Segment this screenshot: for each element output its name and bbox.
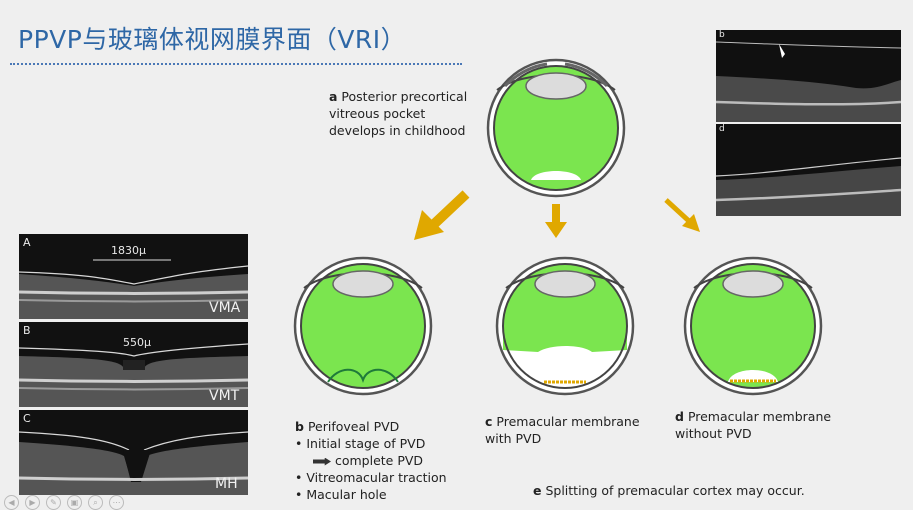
oct-panel-b: B 550μ VMT <box>19 322 248 407</box>
eye-diagram-c <box>495 256 635 396</box>
oct-panel-right-top: b <box>716 30 901 122</box>
copy-icon[interactable]: ▣ <box>67 495 82 510</box>
caption-line: Premacular membrane <box>687 409 832 424</box>
caption-line: with PVD <box>485 431 542 446</box>
pen-icon[interactable]: ✎ <box>46 495 61 510</box>
caption-c: c Premacular membrane with PVD <box>485 413 640 447</box>
panel-letter: b <box>719 30 725 40</box>
arrow-to-d <box>664 198 700 232</box>
arrow-right-icon <box>313 457 331 466</box>
eye-diagram-d <box>683 256 823 396</box>
prev-icon[interactable]: ◀ <box>4 495 19 510</box>
eye-diagram-a <box>486 58 626 198</box>
caption-letter: d <box>675 409 684 424</box>
zoom-icon[interactable]: ⌕ <box>88 495 103 510</box>
caption-line: Posterior precortical <box>341 89 468 104</box>
bullet-item: complete PVD <box>334 453 424 468</box>
caption-letter: a <box>329 89 338 104</box>
panel-label: VMT <box>209 388 240 404</box>
panel-letter: A <box>23 236 31 249</box>
caption-letter: b <box>295 419 304 434</box>
title-divider <box>10 63 462 65</box>
caption-d: d Premacular membrane without PVD <box>675 408 831 442</box>
caption-letter: e <box>533 483 542 498</box>
slide-title: PPVP与玻璃体视网膜界面（VRI） <box>18 25 407 54</box>
panel-label: MH <box>215 476 238 492</box>
panel-label: VMA <box>209 300 241 316</box>
arrow-to-c <box>545 204 567 238</box>
measurement-label: 550μ <box>123 336 151 349</box>
caption-text: Splitting of premacular cortex may occur… <box>545 483 805 498</box>
oct-image-right-bottom <box>716 124 901 216</box>
panel-letter: C <box>23 412 31 425</box>
caption-line: develops in childhood <box>329 123 466 138</box>
arrow-to-b <box>414 190 470 240</box>
oct-image-mh <box>19 410 248 495</box>
caption-e: e Splitting of premacular cortex may occ… <box>533 482 805 499</box>
slideshow-toolbar: ◀ ▶ ✎ ▣ ⌕ ⋯ <box>0 495 124 510</box>
panel-letter: B <box>23 324 31 337</box>
eye-diagram-b <box>293 256 433 396</box>
caption-line: without PVD <box>675 426 752 441</box>
caption-heading: Perifoveal PVD <box>307 419 400 434</box>
oct-panel-a: A 1830μ VMA <box>19 234 248 319</box>
menu-icon[interactable]: ⋯ <box>109 495 124 510</box>
oct-panel-c: C MH <box>19 410 248 495</box>
caption-line: Premacular membrane <box>496 414 640 429</box>
bullet-item: • Vitreomacular traction <box>295 470 447 485</box>
caption-a: a Posterior precortical vitreous pocket … <box>329 88 467 139</box>
bullet-item: • Macular hole <box>295 487 387 502</box>
caption-line: vitreous pocket <box>329 106 426 121</box>
measurement-label: 1830μ <box>111 244 146 257</box>
caption-b: b Perifoveal PVD • Initial stage of PVD … <box>295 418 447 503</box>
next-icon[interactable]: ▶ <box>25 495 40 510</box>
caption-letter: c <box>485 414 493 429</box>
panel-letter: d <box>719 124 725 134</box>
bullet-item: • Initial stage of PVD <box>295 436 426 451</box>
oct-panel-right-bottom: d <box>716 124 901 216</box>
oct-image-vma <box>19 234 248 319</box>
oct-image-vmt <box>19 322 248 407</box>
oct-image-right-top <box>716 30 901 122</box>
